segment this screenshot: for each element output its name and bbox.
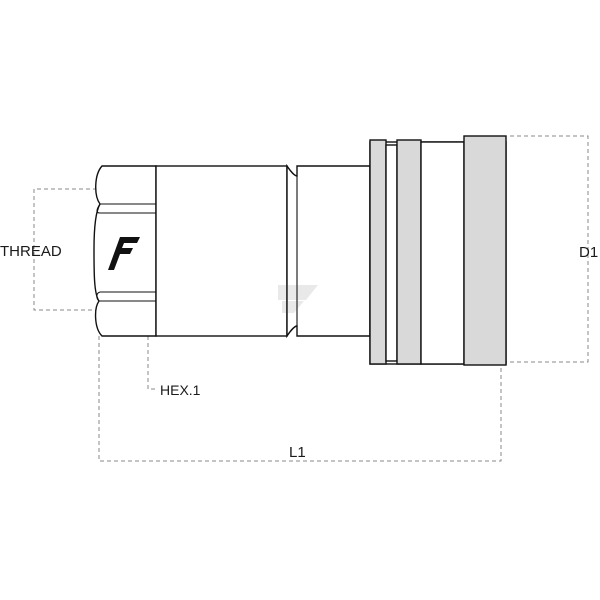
watermark [278,285,318,313]
l1-label: L1 [289,444,306,461]
neck-section [286,163,371,339]
hex-label: HEX.1 [160,382,201,398]
main-body-outline [155,165,288,337]
main-body [155,165,288,337]
hex-flat-upper [100,203,156,214]
sleeve-section [369,135,507,366]
dimension-lines [33,135,589,462]
logo-mark [108,237,140,270]
d1-label: D1 [579,244,598,261]
sleeve-ring-3 [463,135,507,366]
thread-dimension-line [33,188,97,311]
hex-leader-line [147,336,156,390]
hex-flat-upper-edge [96,203,101,214]
sleeve-gap-1 [385,144,398,362]
thread-label: THREAD [0,243,62,260]
hex-flat-lower-edge [96,291,101,302]
sleeve-gap-2 [420,141,465,365]
d1-dimension-line [498,135,589,363]
sleeve-ring-2 [396,139,422,365]
brand-logo: F [108,237,140,270]
l1-dimension-line [98,336,502,462]
hex-flat-lower [99,291,156,302]
neck-outline [286,163,371,339]
sleeve-ring-1 [369,139,387,365]
